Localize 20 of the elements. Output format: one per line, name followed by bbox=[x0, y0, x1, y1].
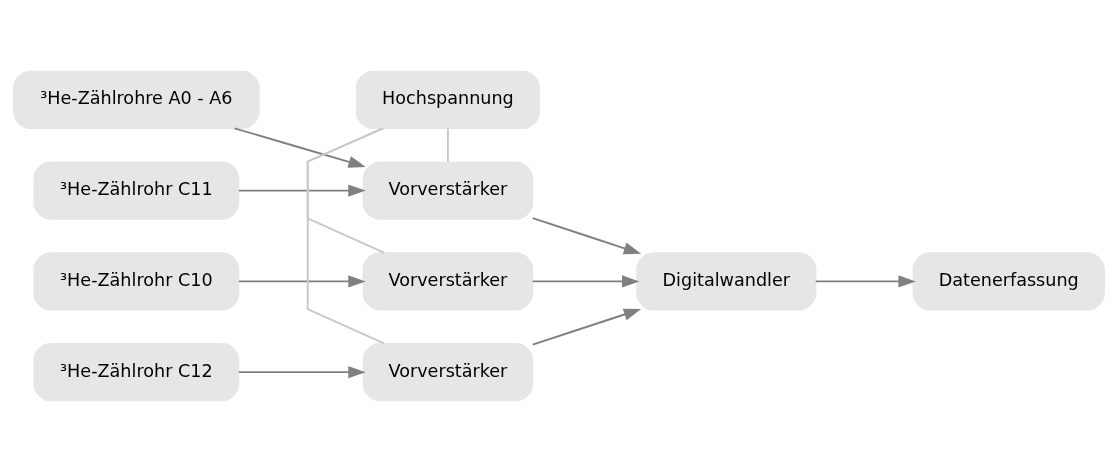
arrow bbox=[531, 216, 642, 254]
connector bbox=[306, 126, 386, 345]
node-box: Digitalwandler bbox=[636, 251, 817, 310]
node-box: ³He-Zählrohr C10 bbox=[33, 251, 240, 310]
arrow bbox=[237, 274, 366, 287]
arrow bbox=[237, 184, 366, 197]
connector bbox=[446, 127, 449, 163]
arrow bbox=[237, 365, 366, 378]
arrow bbox=[233, 126, 366, 168]
node-box: ³He-Zählrohr C11 bbox=[33, 161, 240, 220]
node-box: Vorverstärker bbox=[362, 342, 534, 401]
arrow bbox=[531, 308, 642, 346]
node-box: Hochspannung bbox=[355, 70, 541, 129]
node-box: ³He-Zählrohr C12 bbox=[33, 342, 240, 401]
node-box: ³He-Zählrohre A0 - A6 bbox=[13, 70, 260, 129]
node-box: Datenerfassung bbox=[912, 251, 1105, 310]
arrow bbox=[531, 274, 640, 287]
node-box: Vorverstärker bbox=[362, 251, 534, 310]
arrow bbox=[814, 274, 916, 287]
node-box: Vorverstärker bbox=[362, 161, 534, 220]
